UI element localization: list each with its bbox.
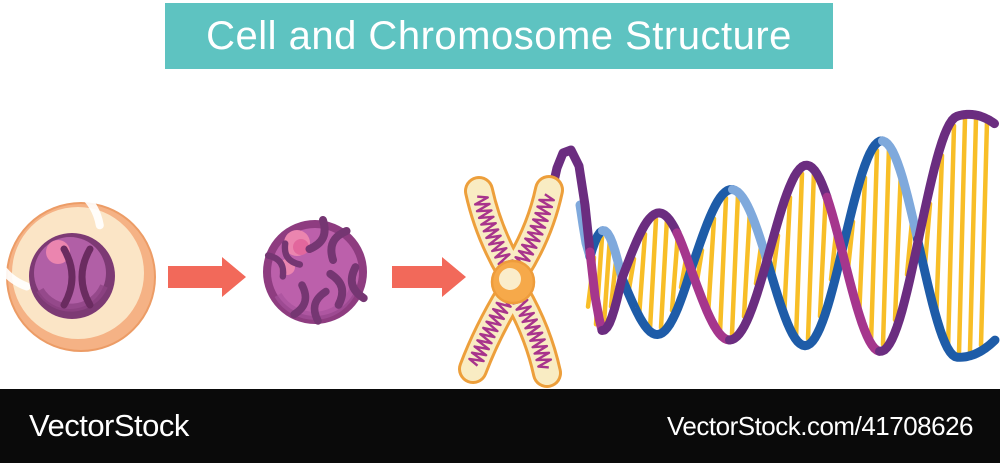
nucleus-figure: [263, 216, 368, 325]
process-arrow-icons: [168, 257, 466, 297]
chromosome-figure: [458, 175, 564, 388]
title-banner: Cell and Chromosome Structure: [165, 3, 833, 69]
watermark-bar: VectorStock VectorStock.com/41708626: [0, 389, 1000, 463]
dna-helix-strands: [547, 109, 1000, 362]
cell-figure: [0, 175, 156, 352]
vectorstock-logo: VectorStock: [29, 408, 189, 443]
diagram-title: Cell and Chromosome Structure: [206, 13, 792, 58]
vectorstock-credit: VectorStock.com/41708626: [667, 410, 973, 441]
